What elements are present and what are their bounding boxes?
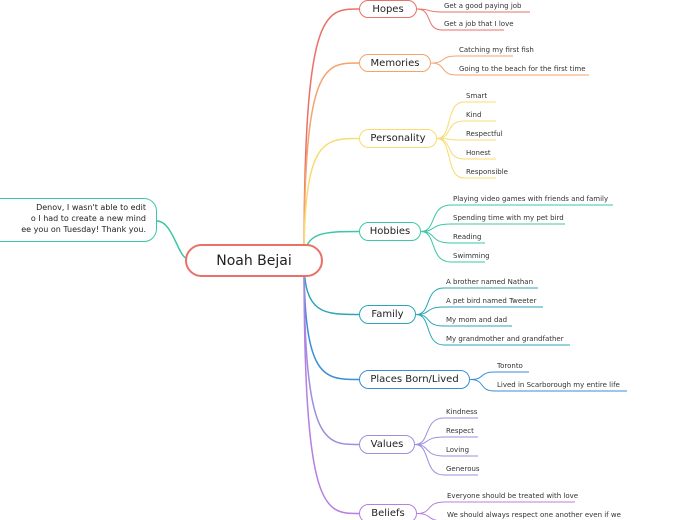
leaf-item[interactable]: Generous [446, 465, 480, 473]
leaf-item[interactable]: Spending time with my pet bird [453, 214, 564, 222]
leaf-connector [416, 501, 446, 514]
leaf-item[interactable]: Smart [466, 92, 488, 100]
branch-connector-beliefs [303, 260, 360, 515]
leaf-item[interactable]: Going to the beach for the first time [459, 65, 586, 73]
branch-places-born-lived[interactable]: Places Born/Lived [359, 370, 470, 389]
leaf-connector [415, 314, 445, 327]
leaf-item[interactable]: Catching my first fish [459, 46, 534, 54]
leaf-item[interactable]: Lived in Scarborough my entire life [497, 381, 620, 389]
leaf-item[interactable]: Everyone should be treated with love [447, 492, 579, 500]
leaf-connector [415, 314, 445, 346]
leaf-item[interactable]: Reading [453, 233, 482, 241]
leaf-connector [420, 231, 452, 244]
leaf-connector [414, 444, 445, 476]
note-line: ee you on Tuesday! Thank you. [21, 225, 146, 234]
branch-hobbies[interactable]: Hobbies [359, 222, 421, 241]
leaf-item[interactable]: Playing video games with friends and fam… [453, 195, 609, 203]
branch-connector-places-born-lived [303, 260, 360, 381]
note-connector [156, 220, 187, 259]
note-box[interactable]: Denov, I wasn't able to edit o I had to … [0, 198, 157, 242]
leaf-item[interactable]: Get a job that I love [444, 20, 514, 28]
leaf-connector [420, 231, 452, 263]
branch-personality[interactable]: Personality [359, 129, 437, 148]
leaf-connector [416, 513, 438, 520]
leaf-connector [430, 62, 458, 76]
leaf-connector [436, 138, 465, 179]
leaf-item[interactable]: Respect [446, 427, 474, 435]
branch-connector-hopes [303, 8, 360, 262]
leaf-item[interactable]: A pet bird named Tweeter [446, 297, 537, 305]
leaf-item[interactable]: My grandmother and grandfather [446, 335, 564, 343]
branch-family[interactable]: Family [359, 305, 416, 324]
central-topic[interactable]: Noah Bejai [185, 244, 323, 277]
leaf-connector [420, 204, 452, 232]
leaf-item[interactable]: My mom and dad [446, 316, 508, 324]
leaf-connector [414, 417, 445, 445]
note-line: o I had to create a new mind [30, 214, 146, 223]
leaf-item[interactable]: Kind [466, 111, 482, 119]
branch-values[interactable]: Values [359, 435, 415, 454]
leaf-item[interactable]: Kindness [446, 408, 478, 416]
leaf-connector [416, 8, 443, 31]
leaf-item[interactable]: Respectful [466, 130, 503, 138]
branch-memories[interactable]: Memories [359, 54, 431, 72]
leaf-connector [415, 287, 445, 315]
leaf-connector [436, 138, 465, 160]
leaf-connector [469, 371, 496, 380]
leaf-connector [430, 55, 458, 64]
leaf-item[interactable]: We should always respect one another eve… [447, 511, 621, 519]
leaf-connector [436, 101, 465, 139]
leaf-connector [469, 379, 496, 392]
leaf-item[interactable]: Get a good paying job [444, 2, 522, 10]
leaf-item[interactable]: Honest [466, 149, 491, 157]
leaf-item[interactable]: Toronto [497, 362, 523, 370]
branch-connector-memories [303, 62, 360, 262]
branch-connector-personality [303, 137, 360, 262]
branch-beliefs[interactable]: Beliefs [359, 504, 417, 520]
note-line: Denov, I wasn't able to edit [36, 203, 146, 212]
leaf-item[interactable]: Swimming [453, 252, 490, 260]
leaf-item[interactable]: A brother named Nathan [446, 278, 534, 286]
leaf-connector [436, 120, 465, 139]
leaf-item[interactable]: Loving [446, 446, 470, 454]
branch-hopes[interactable]: Hopes [359, 0, 417, 18]
leaf-connector [414, 444, 445, 457]
leaf-item[interactable]: Responsible [466, 168, 508, 176]
